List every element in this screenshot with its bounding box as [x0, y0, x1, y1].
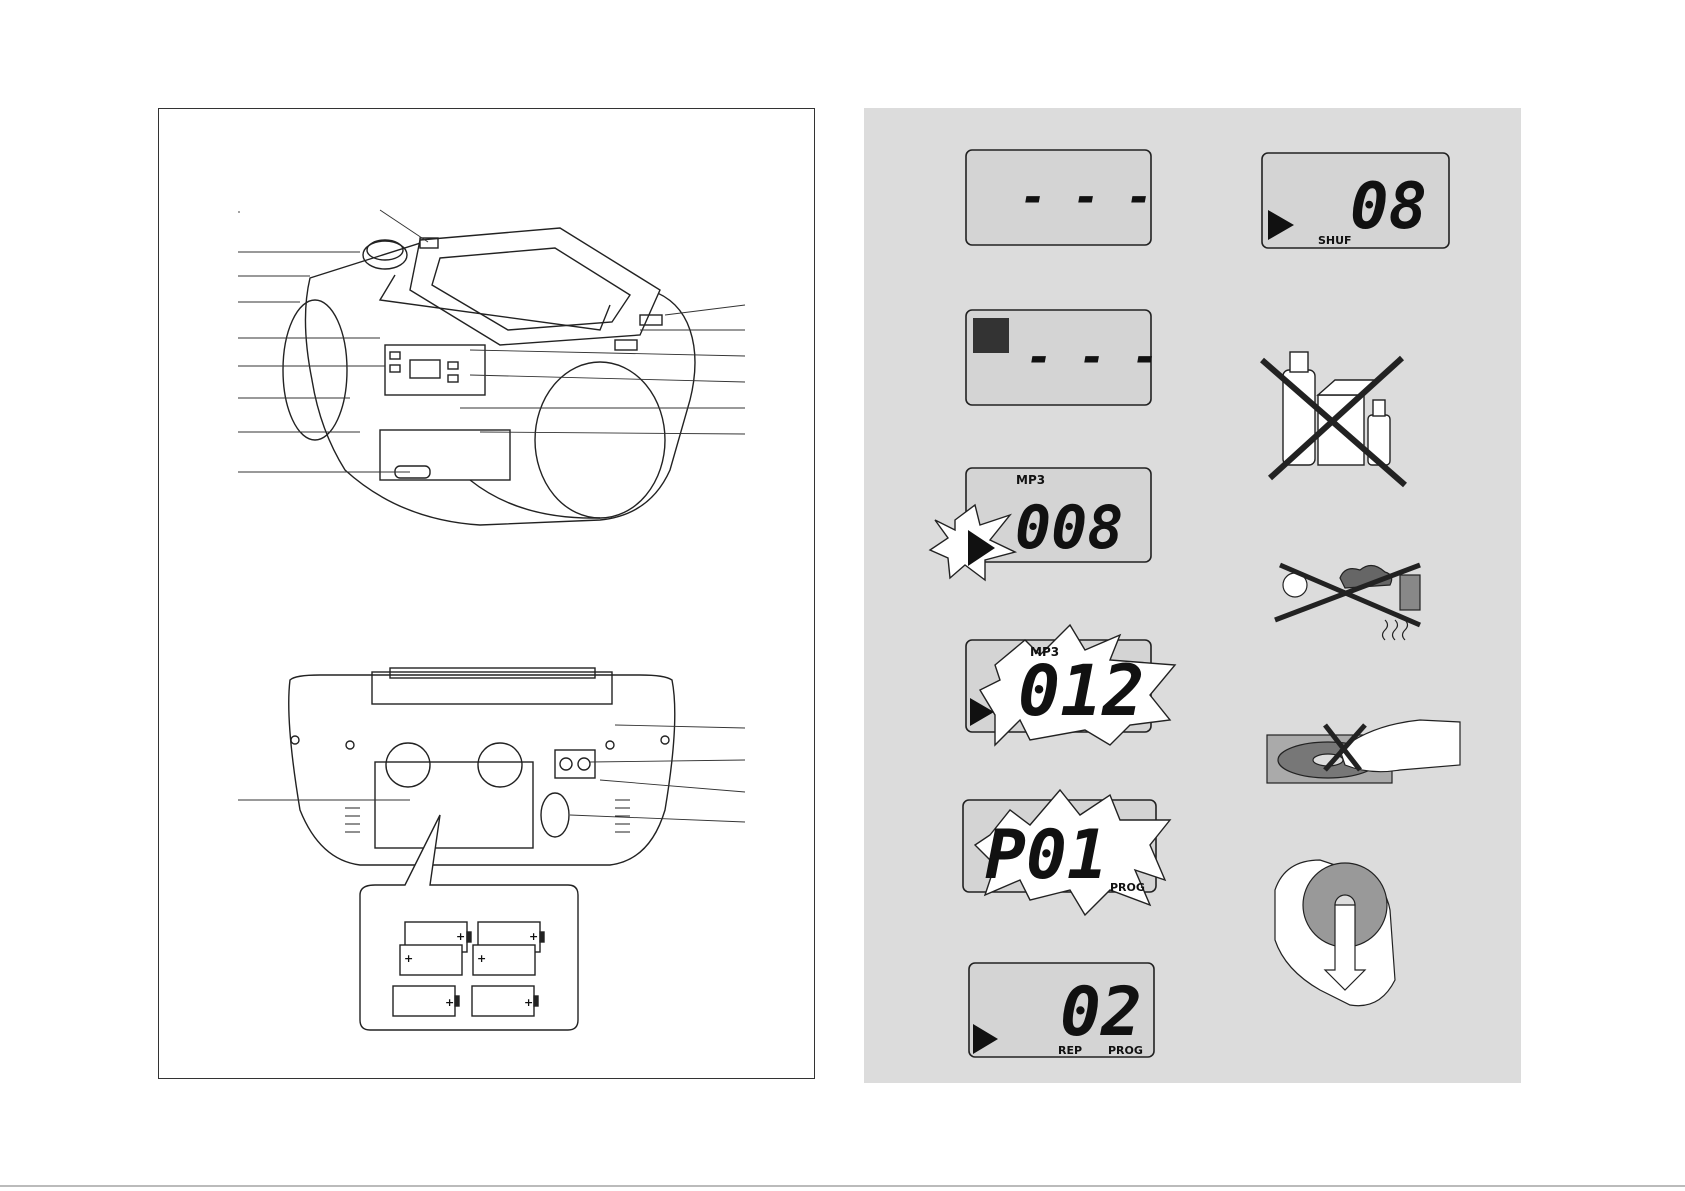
- flash-burst-2: [979, 623, 1177, 747]
- callout-lines-left: [238, 209, 429, 473]
- no-extreme-environment-icon: [1274, 562, 1421, 641]
- stop-icon: [973, 318, 1009, 353]
- down-arrow-icon: [1323, 904, 1367, 991]
- disc-cleaning-icon: [1274, 859, 1396, 1007]
- volume-knob: [362, 240, 408, 270]
- battery-plus-1: +: [456, 930, 465, 943]
- lcd-3-digits: 008: [1015, 493, 1123, 563]
- lcd-4-mp3-label: MP3: [1030, 645, 1059, 659]
- cd-lid: [409, 227, 661, 346]
- battery-2: [399, 944, 463, 976]
- boombox-top-view: [282, 227, 696, 526]
- lcd-7-digits: 08: [1350, 170, 1427, 244]
- lcd-4-digits: 012: [1018, 650, 1144, 732]
- callout-lines-right: [460, 304, 746, 435]
- lcd-display-2: [965, 309, 1152, 406]
- lcd-5-prog-label: PROG: [1110, 881, 1145, 894]
- power-socket: [540, 792, 570, 838]
- battery-plus-4: +: [477, 952, 486, 965]
- lcd-2-digits: - - -: [1026, 332, 1158, 383]
- lcd-6-digits: 02: [1060, 973, 1142, 1052]
- battery-4: [472, 944, 536, 976]
- lcd-display-4: [965, 623, 1177, 747]
- lcd-5-digits: P01: [985, 816, 1108, 895]
- lcd-display-3: [928, 467, 1152, 582]
- lcd-6-prog-label: PROG: [1108, 1044, 1143, 1057]
- left-speaker: [282, 299, 348, 441]
- control-panel: [384, 344, 486, 396]
- battery-compartment-door: [374, 761, 534, 849]
- battery-plus-3: +: [529, 930, 538, 943]
- battery-plus-2: +: [404, 952, 413, 965]
- lcd-display-6: [968, 962, 1155, 1058]
- battery-callout: [359, 814, 579, 1031]
- lcd-display-1: [965, 149, 1152, 246]
- lcd-3-mp3-label: MP3: [1016, 473, 1045, 487]
- battery-plus-6: +: [524, 996, 533, 1009]
- audio-jacks: [554, 749, 596, 779]
- play-icon-4: [1268, 210, 1294, 240]
- page-bottom-rule: [0, 1185, 1685, 1187]
- play-icon-3: [973, 1024, 998, 1054]
- cassette-deck: [379, 429, 511, 481]
- play-icon: [968, 530, 995, 566]
- no-chemicals-icon: [1260, 351, 1407, 488]
- lcd-1-digits: - - -: [1020, 172, 1152, 223]
- flash-burst-3: [973, 788, 1172, 917]
- play-icon-2: [970, 698, 994, 726]
- lcd-display-5: [962, 788, 1172, 917]
- lcd-6-rep-label: REP: [1058, 1044, 1082, 1057]
- no-touch-disc-icon: [1266, 719, 1461, 784]
- lcd-7-shuf-label: SHUF: [1318, 234, 1352, 247]
- callout-lines-rear: [238, 724, 746, 823]
- lcd-display-7: [1261, 152, 1450, 249]
- battery-plus-5: +: [445, 996, 454, 1009]
